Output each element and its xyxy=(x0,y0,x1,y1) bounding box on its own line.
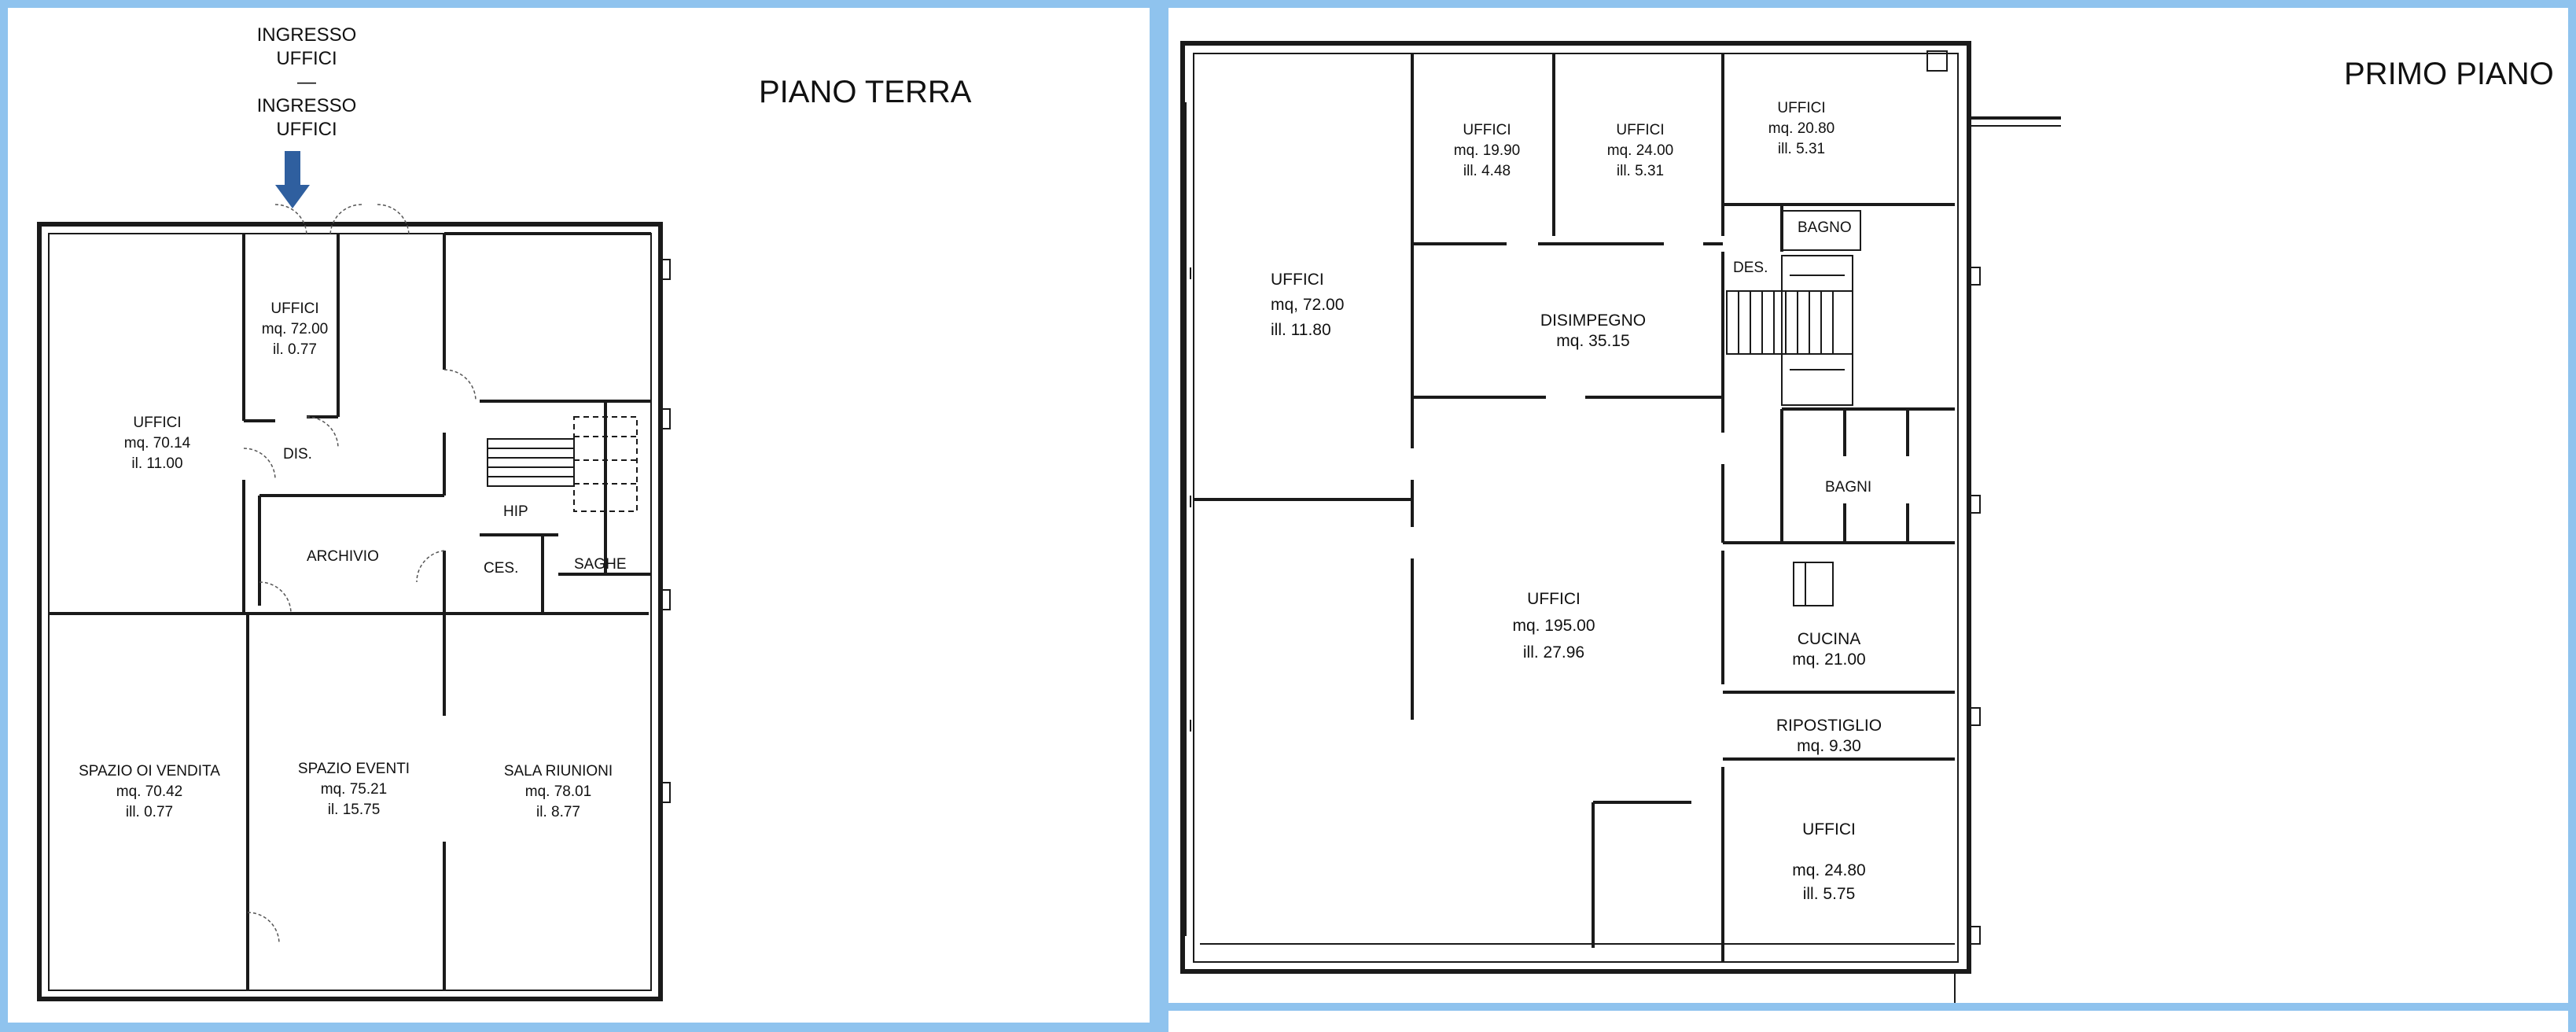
room-bagno: BAGNO xyxy=(1798,219,1852,236)
room-uffici-first-big: UFFICI mq. 195.00 ill. 27.96 xyxy=(1512,590,1595,662)
kitchen-unit-icon xyxy=(1793,562,1834,606)
ground-floor-plan xyxy=(37,151,671,1001)
room-disimpegno: DISIMPEGNO mq. 35.15 xyxy=(1540,311,1647,350)
room-saghe: SAGHE xyxy=(574,556,627,573)
room-spazio-vendita: SPAZIO OI VENDITA mq. 70.42 ill. 0.77 xyxy=(79,763,220,820)
first-floor-plan xyxy=(1180,41,2061,1003)
entrance-arrow-icon xyxy=(275,151,310,208)
room-sala-riunioni: SALA RIUNIONI mq. 78.01 il. 8.77 xyxy=(503,763,613,820)
room-spazio-eventi: SPAZIO EVENTI mq. 75.21 il. 15.75 xyxy=(297,761,410,818)
first-floor-bottom-strip xyxy=(1168,1011,2568,1032)
room-uffici-ground-small: UFFICI mq. 72.00 il. 0.77 xyxy=(261,300,329,358)
ground-outer-wall xyxy=(37,222,663,1001)
ground-stairs xyxy=(487,416,638,512)
ground-floor-title: PIANO TERRA xyxy=(759,75,972,109)
room-cucina: CUCINA mq. 21.00 xyxy=(1792,630,1866,669)
room-hip: HIP xyxy=(503,503,528,520)
first-floor-sheet: PRIMO PIANO UFFICI mq, 72.00 ill. 11.80 … xyxy=(1168,8,2568,1003)
ground-floor-sheet: PIANO TERRA INGRESSO UFFICI — INGRESSO U… xyxy=(8,8,1150,1023)
room-archivio: ARCHIVIO xyxy=(307,548,379,565)
room-ripostiglio: RIPOSTIGLIO mq. 9.30 xyxy=(1776,717,1882,755)
room-uffici-ground-main: UFFICI mq. 70.14 il. 11.00 xyxy=(123,415,191,472)
entrance-label: INGRESSO UFFICI — INGRESSO UFFICI xyxy=(256,24,357,140)
room-bagni: BAGNI xyxy=(1825,479,1872,496)
room-ces: CES. xyxy=(484,560,519,577)
first-floor-title: PRIMO PIANO xyxy=(2344,57,2554,91)
room-uffici-first-left: UFFICI mq, 72.00 ill. 11.80 xyxy=(1271,271,1345,339)
room-uffici-first-d: UFFICI mq. 24.80 ill. 5.75 xyxy=(1792,820,1866,903)
room-uffici-first-b: UFFICI mq. 24.00 ill. 5.31 xyxy=(1606,122,1674,179)
room-uffici-first-c: UFFICI mq. 20.80 ill. 5.31 xyxy=(1768,100,1835,157)
room-des: DES. xyxy=(1733,260,1768,276)
first-stairs xyxy=(1738,255,1853,406)
room-uffici-first-a: UFFICI mq. 19.90 ill. 4.48 xyxy=(1453,122,1521,179)
room-dis: DIS. xyxy=(283,446,312,463)
